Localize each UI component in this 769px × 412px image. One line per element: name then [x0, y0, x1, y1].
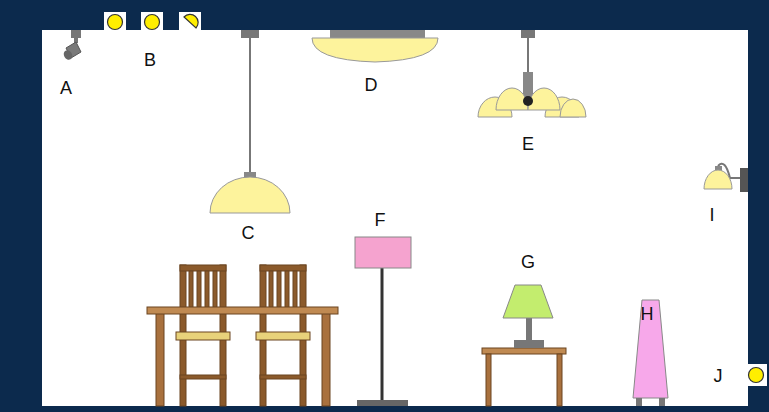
- dining-set: [147, 265, 338, 406]
- callout-letter: B: [144, 51, 156, 69]
- ceiling-light: [312, 30, 438, 62]
- chandelier: [478, 30, 586, 117]
- pink-floor-lamp: [633, 300, 668, 406]
- floor-lamp: [355, 237, 411, 406]
- callout-letter: E: [522, 135, 534, 153]
- callout-letter: H: [641, 305, 654, 323]
- callout-letter: C: [242, 224, 255, 242]
- wall-sconce: [704, 164, 748, 192]
- recessed-lights: [104, 12, 201, 32]
- callout-letter: F: [375, 211, 386, 229]
- spotlight: [62, 30, 81, 61]
- callout-letter: I: [709, 206, 714, 224]
- callout-letter: A: [60, 79, 72, 97]
- pendant-lamp: [210, 30, 290, 213]
- callout-letter: G: [521, 253, 535, 271]
- wall-light: [745, 364, 767, 386]
- room-interior: [42, 30, 748, 406]
- callout-letter: D: [365, 76, 378, 94]
- table-lamp: [482, 285, 566, 406]
- callout-letter: J: [714, 367, 723, 385]
